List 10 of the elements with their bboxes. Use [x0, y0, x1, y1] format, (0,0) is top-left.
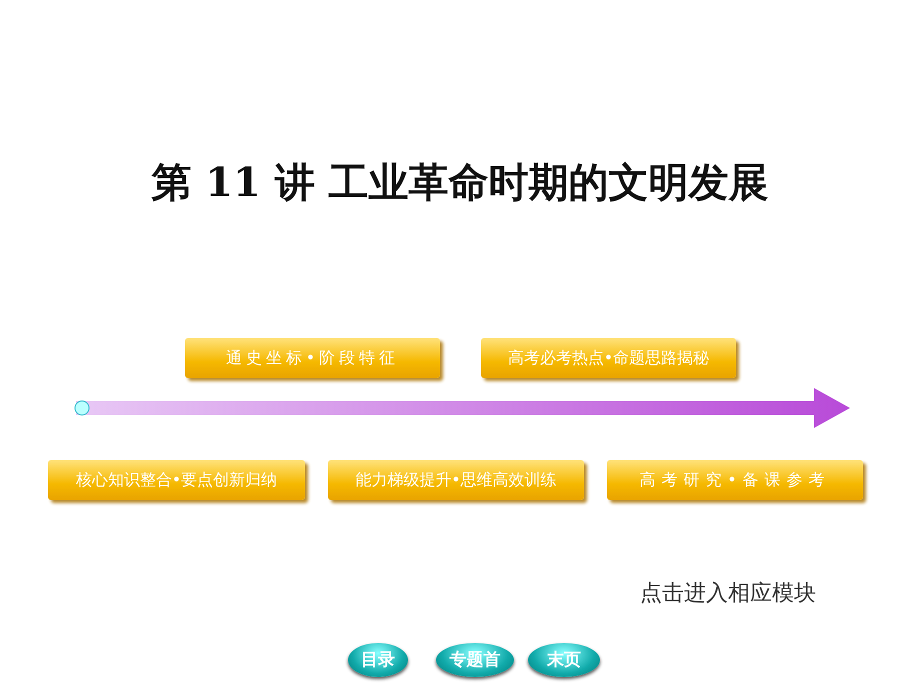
nav-button: 目录	[348, 643, 408, 677]
module-button: 能力梯级提升•思维高效训练	[328, 460, 584, 500]
module-button: 核心知识整合•要点创新归纳	[48, 460, 305, 500]
module-button: 通史坐标•阶段特征	[185, 338, 440, 378]
nav-button: 专题首	[436, 643, 514, 677]
nav-button: 末页	[528, 643, 600, 677]
module-button: 高考研究•备课参考	[607, 460, 863, 500]
hint-text: 点击进入相应模块	[640, 580, 816, 608]
module-button: 高考必考热点•命题思路揭秘	[481, 338, 736, 378]
slide-title: 第 11 讲 工业革命时期的文明发展	[150, 158, 770, 208]
